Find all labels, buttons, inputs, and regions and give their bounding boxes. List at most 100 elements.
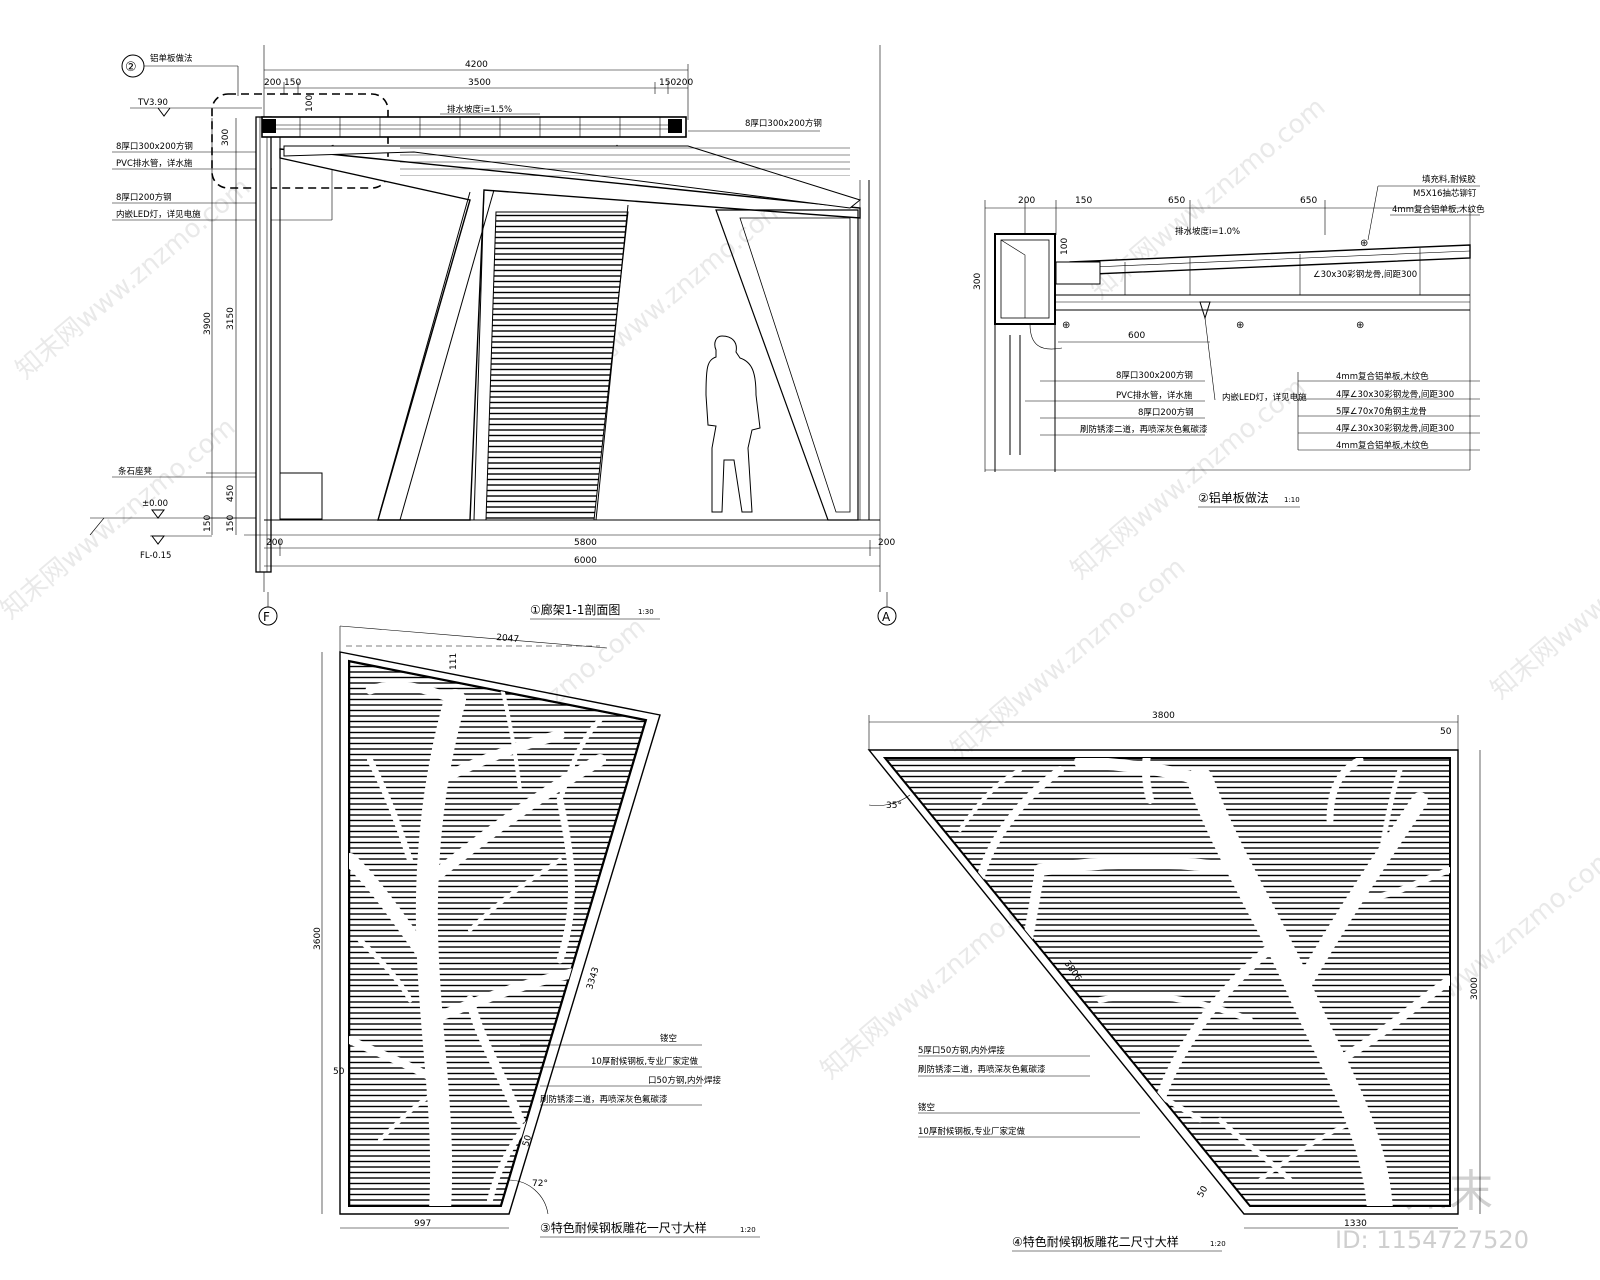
- slope-note: 排水坡度i=1.5%: [447, 104, 512, 115]
- d2-dim-650b: 650: [1300, 196, 1317, 206]
- d2-left-note-4: 刷防锈漆二道，再喷深灰色氟碳漆: [1080, 424, 1208, 435]
- dim-100: 100: [305, 95, 315, 112]
- panel-3-drawing: 2047 111 3600 3343 50 50 997 72° 镂空 10厚耐…: [313, 625, 760, 1238]
- tv-level: TV3.90: [137, 98, 168, 108]
- p3-dim-2047: 2047: [496, 633, 520, 645]
- p3-note-1: 镂空: [660, 1033, 677, 1044]
- dim-3150: 3150: [226, 307, 236, 330]
- p3-note-3: 口50方钢,内外焊接: [648, 1075, 722, 1086]
- p3-angle: 72°: [532, 1179, 548, 1189]
- d2-dim-650: 650: [1168, 196, 1185, 206]
- panel-4-scale: 1:20: [1210, 1240, 1226, 1248]
- d2-note-tr-3: 4mm复合铝单板,木纹色: [1392, 204, 1485, 215]
- d2-purlins: [1124, 248, 1421, 295]
- axis-label-a: A: [882, 610, 891, 624]
- p3-dim-111: 111: [449, 653, 459, 670]
- watermark-text: 知末网www.znzmo.com: [1485, 492, 1600, 705]
- detail-2-drawing: 200 150 650 650 填充料,耐候胶 M5X16抽芯铆钉 4mm复合铝…: [973, 174, 1485, 508]
- dim-200: 200: [264, 78, 281, 88]
- watermark-id: ID: 1154727520: [1335, 1226, 1529, 1254]
- d2-dim-100: 100: [1060, 238, 1070, 255]
- d2-bolts: ⊕ ⊕ ⊕ ⊕: [1062, 238, 1368, 331]
- callout-ref: ②: [125, 60, 137, 75]
- d2-dim-300: 300: [973, 273, 983, 290]
- roof-purlins: [299, 117, 661, 137]
- d2-right-note-3: 5厚∠70x70角钢主龙骨: [1336, 406, 1427, 417]
- bench-note: 条石座凳: [118, 466, 153, 477]
- p3-dim-997: 997: [414, 1219, 431, 1229]
- dim-200-left: 200: [266, 538, 283, 548]
- d2-left-note-3: 8厚口200方钢: [1138, 407, 1194, 418]
- svg-text:⊕: ⊕: [1236, 320, 1244, 331]
- watermark-text: 知末网www.znzmo.com: [945, 552, 1191, 765]
- p3-note-4: 刷防锈漆二道，再喷深灰色氟碳漆: [540, 1094, 668, 1105]
- p3-dim-3343: 3343: [585, 966, 601, 991]
- d2-right-note-5: 4mm复合铝单板,木纹色: [1336, 440, 1429, 451]
- d2-slope-note: 排水坡度i=1.0%: [1175, 226, 1240, 237]
- dim-3500: 3500: [468, 78, 491, 88]
- panel-3-caption: ③特色耐候钢板雕花一尺寸大样: [540, 1220, 707, 1235]
- panel-3-scale: 1:20: [740, 1226, 756, 1234]
- panel-4-branches: [958, 758, 1450, 1206]
- d2-note-tr-1: 填充料,耐候胶: [1422, 174, 1476, 185]
- p4-angle: 35°: [886, 801, 902, 811]
- d2-right-note-2: 4厚∠30x30彩钢龙骨,间距300: [1336, 389, 1454, 400]
- dim-450: 450: [226, 485, 236, 502]
- d2-led-note: 内嵌LED灯，详见电施: [1222, 392, 1307, 403]
- detail-2-scale: 1:10: [1284, 496, 1300, 504]
- dim-5800: 5800: [574, 538, 597, 548]
- d2-left-note-2: PVC排水管，详水施: [1116, 390, 1193, 401]
- p4-dim-50b: 50: [1196, 1184, 1211, 1199]
- svg-text:⊕: ⊕: [1360, 238, 1368, 249]
- dim-150-b: 150: [226, 515, 236, 532]
- axis-label-f: F: [263, 610, 270, 624]
- left-note-4: 内嵌LED灯，详见电施: [116, 209, 201, 220]
- p3-dim-50: 50: [333, 1067, 345, 1077]
- watermark-text: 知末网www.znzmo.com: [1065, 372, 1311, 585]
- d2-mid-note: ∠30x30彩钢龙骨,间距300: [1313, 269, 1417, 280]
- d2-right-note-4: 4厚∠30x30彩钢龙骨,间距300: [1336, 423, 1454, 434]
- p4-note-1: 5厚口50方钢,内外焊接: [918, 1045, 1005, 1056]
- dim-4200: 4200: [465, 60, 488, 70]
- panel-4-caption: ④特色耐候钢板雕花二尺寸大样: [1012, 1234, 1179, 1249]
- left-note-2: PVC排水管，详水施: [116, 158, 193, 169]
- level-fl: FL-0.15: [140, 551, 171, 561]
- dim-200-right: 200: [676, 78, 693, 88]
- p4-dim-50: 50: [1440, 727, 1452, 737]
- section-1-drawing: F A 4200 200 150 3500 150 200 ② 铝单板做法 TV…: [89, 45, 897, 626]
- dim-150: 150: [284, 78, 301, 88]
- p4-dim-3000: 3000: [1470, 977, 1480, 1000]
- section-1-caption: ①廊架1-1剖面图: [530, 602, 620, 617]
- callout-label: 铝单板做法: [150, 53, 193, 64]
- d2-note-tr-2: M5X16抽芯铆钉: [1413, 188, 1477, 199]
- dim-3900: 3900: [203, 312, 213, 335]
- svg-text:⊕: ⊕: [1062, 320, 1070, 331]
- p4-note-4: 10厚耐候钢板,专业厂家定做: [918, 1126, 1026, 1137]
- dim-150-a: 150: [203, 515, 213, 532]
- d2-dim-150: 150: [1075, 196, 1092, 206]
- detail-2-caption: ②铝单板做法: [1198, 490, 1269, 505]
- d2-dim-200: 200: [1018, 196, 1035, 206]
- panel-4-drawing: 3800 50 35° 3000 3806 50 1330 5厚口50方钢,内外…: [867, 711, 1481, 1252]
- p3-dim-50b: 50: [521, 1134, 534, 1148]
- p4-note-3: 镂空: [918, 1102, 935, 1113]
- dim-200-right-b: 200: [878, 538, 895, 548]
- p4-dim-1330: 1330: [1344, 1219, 1367, 1229]
- dim-300: 300: [221, 129, 231, 146]
- dim-6000: 6000: [574, 556, 597, 566]
- svg-text:⊕: ⊕: [1356, 320, 1364, 331]
- p4-note-2: 刷防锈漆二道，再喷深灰色氟碳漆: [918, 1064, 1046, 1075]
- left-note-3: 8厚口200方钢: [116, 192, 172, 203]
- p3-dim-3600: 3600: [313, 927, 323, 950]
- d2-dim-600: 600: [1128, 331, 1145, 341]
- left-note-1: 8厚口300x200方钢: [116, 141, 193, 152]
- level-zero: ±0.00: [142, 499, 168, 509]
- d2-left-note-1: 8厚口300x200方钢: [1116, 370, 1193, 381]
- p4-dim-3800: 3800: [1152, 711, 1175, 721]
- section-1-scale: 1:30: [638, 608, 654, 616]
- panel-3-branches: [349, 678, 606, 1206]
- watermark-text: 知末网www.znzmo.com: [10, 172, 256, 385]
- p3-note-2: 10厚耐候钢板,专业厂家定做: [591, 1056, 699, 1067]
- right-note: 8厚口300x200方钢: [745, 118, 822, 129]
